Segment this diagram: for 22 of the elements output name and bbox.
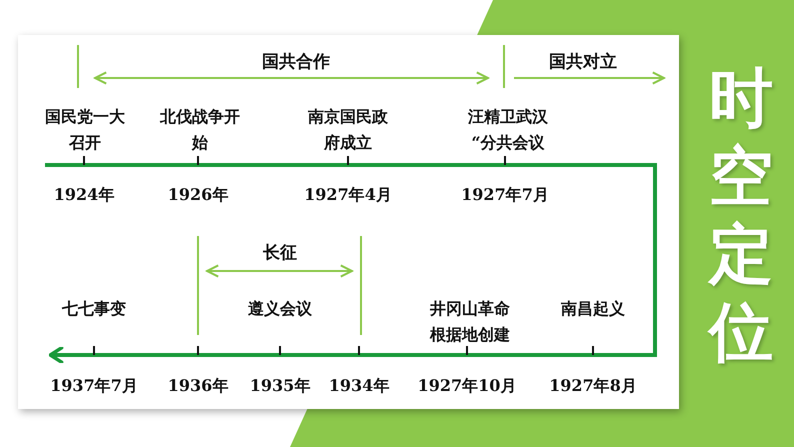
year-label: 1927年4月 (304, 185, 392, 206)
title: 时空定位 (706, 60, 774, 372)
year-label: 1937年7月 (50, 376, 138, 397)
period-label: 国共合作 (262, 51, 330, 73)
year-label: 1935年 (250, 376, 310, 397)
year-label: 1934年 (328, 376, 390, 397)
year-label: 1924年 (54, 185, 114, 206)
period-label: 长征 (263, 242, 297, 264)
event-label: 南昌起义 (560, 298, 626, 320)
year-label: 1926年 (168, 185, 228, 206)
event-label: 汪精卫武汉“分共会议 (467, 106, 549, 154)
period-label: 国共对立 (549, 51, 617, 73)
event-label: 七七事变 (60, 298, 127, 320)
year-label: 1927年10月 (418, 376, 516, 397)
event-label: 北伐战争开始 (158, 106, 241, 154)
event-label: 井冈山革命根据地创建 (428, 298, 511, 346)
event-label: 遵义会议 (247, 298, 313, 320)
year-label: 1936年 (168, 376, 228, 397)
year-label: 1927年7月 (461, 185, 549, 206)
event-label: 国民党一大召开 (44, 106, 126, 154)
year-label: 1927年8月 (549, 376, 637, 397)
event-label: 南京国民政府成立 (307, 106, 389, 154)
